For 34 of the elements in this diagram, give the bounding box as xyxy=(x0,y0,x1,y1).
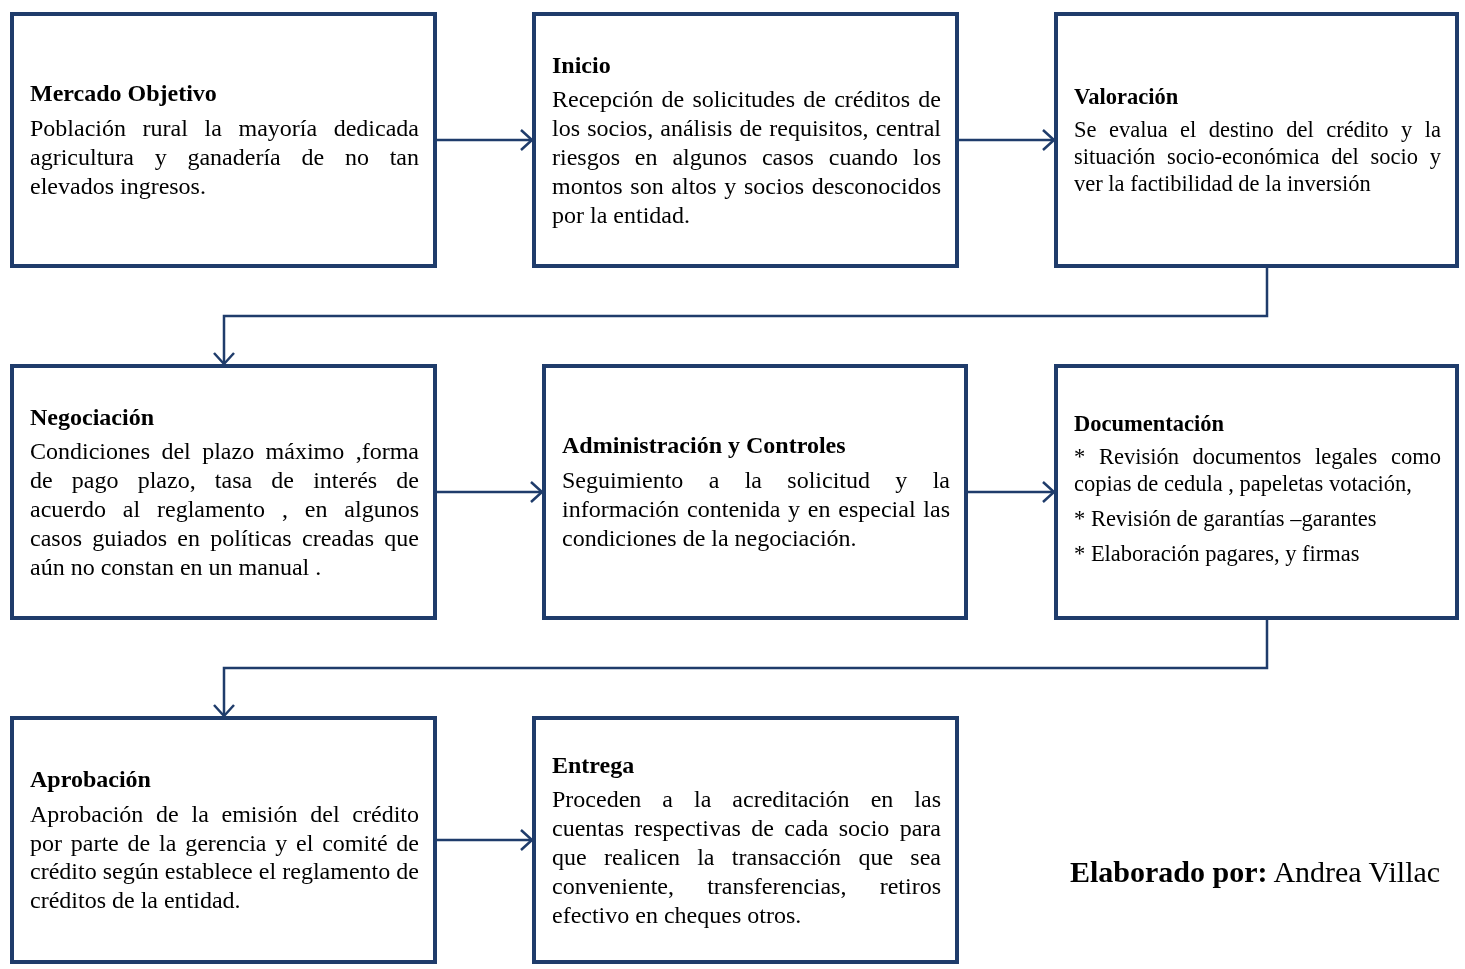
arrow xyxy=(437,828,534,852)
box-text: Seguimiento a la solicitud y la información contenida y en especial las condiciones de la negociación. xyxy=(562,466,950,553)
box-text: Recepción de solicitudes de créditos de los socios, análisis de requisitos, central riesgos en algunos casos cuando los montos son altos y socios desconocidos por la entidad. xyxy=(552,85,941,230)
arrow xyxy=(437,480,544,504)
process-box xyxy=(1054,12,1459,268)
arrow xyxy=(437,128,534,152)
box-text: Aprobación de la emisión del crédito por parte de la gerencia y el comité de crédito según establece el reglamento de créditos de la entidad. xyxy=(30,799,419,915)
box-text: * Revisión documentos legales como copias de cedula , papeletas votación, xyxy=(1074,442,1441,497)
box-heading: Aprobación xyxy=(30,765,152,794)
box-heading: Valoración xyxy=(1074,83,1180,110)
box-text: Proceden a la acreditación en las cuentas respectivas de cada socio para que realicen la transacción que sea conveniente, transferencias, retiros efectivo en cheques otros. xyxy=(552,785,941,930)
process-box xyxy=(10,364,437,620)
process-box xyxy=(542,364,968,620)
box-heading: Entrega xyxy=(552,750,636,780)
box-text: Condiciones del plazo máximo ,forma de pago plazo, tasa de interés de acuerdo al reglamento , en algunos casos guiados en políticas creadas que aún no constan en un manual . xyxy=(30,437,419,582)
box-text: Población rural la mayoría dedicada agricultura y ganadería de no tan elevados ingresos. xyxy=(30,114,419,201)
box-heading: Inicio xyxy=(552,50,612,80)
box-text: * Revisión de garantías –garantes xyxy=(1074,504,1378,532)
process-box xyxy=(10,716,437,964)
note-text: Elaborado por: Andrea Villac xyxy=(1070,855,1441,889)
process-box xyxy=(532,716,959,964)
arrow xyxy=(212,620,1269,718)
box-heading: Administración y Controles xyxy=(562,431,847,461)
box-heading: Negociación xyxy=(30,402,155,432)
box-heading: Mercado Objetivo xyxy=(30,79,218,109)
box-text: * Elaboración pagares, y firmas xyxy=(1074,539,1361,567)
box-heading: Documentación xyxy=(1074,409,1225,437)
process-box xyxy=(532,12,959,268)
box-text: Se evalua el destino del crédito y la situación socio-económica del socio y ver la factibilidad de la inversión xyxy=(1074,116,1441,197)
arrow xyxy=(212,268,1269,366)
arrow xyxy=(959,128,1056,152)
process-box xyxy=(1054,364,1459,620)
process-box xyxy=(10,12,437,268)
arrow xyxy=(968,480,1056,504)
